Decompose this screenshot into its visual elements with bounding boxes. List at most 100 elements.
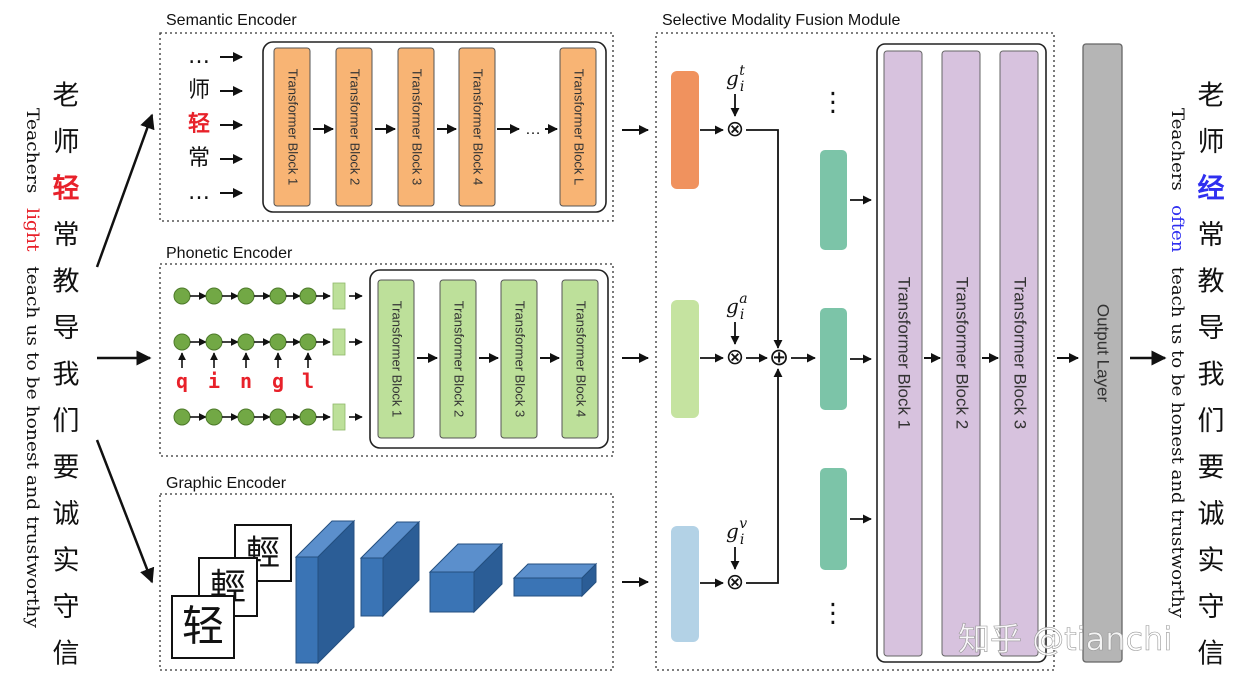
- semantic-encoder-frame: [159, 32, 614, 222]
- fused-feature: [820, 308, 847, 410]
- gru-cell: [205, 333, 223, 351]
- phonetic-embedding: [332, 328, 346, 356]
- phonetic-block: [439, 279, 477, 439]
- input-char: 师: [53, 127, 80, 158]
- fusion-block-label: Transformer Block 1: [895, 277, 914, 429]
- output-char: 实: [1198, 546, 1225, 577]
- output-char: 守: [1198, 592, 1225, 623]
- output-layer-label: Output Layer: [1094, 304, 1113, 403]
- phonetic-gru-chains: [173, 282, 363, 431]
- fusion-block-label: Transformer Block 3: [1011, 277, 1030, 429]
- fusion-frame: [655, 32, 1055, 671]
- gate-label: giv: [726, 516, 747, 548]
- input-translation: Teachers light teach us to be honest and…: [22, 108, 42, 628]
- fusion-block-label: Transformer Block 2: [953, 277, 972, 429]
- semantic-encoder-title: Semantic Encoder: [166, 12, 297, 29]
- semantic-blocks-frame: [262, 41, 607, 213]
- graphic-encoder-title: Graphic Encoder: [166, 475, 287, 492]
- semantic-block-label: Transformer Block 2: [348, 69, 363, 186]
- semantic-block: [273, 47, 311, 207]
- fusion-block: [941, 50, 981, 657]
- input-char: 诚: [53, 499, 80, 530]
- input-char: 导: [53, 313, 80, 344]
- arrow-to-graphic: [95, 439, 155, 584]
- fusion-block: [999, 50, 1039, 657]
- input-char: 常: [53, 220, 80, 251]
- fusion-transformer-blocks: Transformer Block 1 Transformer Block 2 Tr…: [883, 50, 1039, 657]
- phonetic-embedding: [332, 282, 346, 310]
- gru-cell: [299, 408, 317, 426]
- glyph-char: 轻: [182, 602, 224, 651]
- input-char: 信: [53, 639, 80, 670]
- semantic-blocks-ellipsis: …: [525, 121, 541, 138]
- input-char: 实: [53, 546, 80, 577]
- merge-line-bottom: [746, 368, 783, 584]
- gru-cell: [205, 408, 223, 426]
- semantic-block-label: Transformer Block L: [572, 69, 587, 186]
- watermark: 知乎 @tianchi: [958, 620, 1172, 658]
- fusion-gating: ⊗git⊗gia⊗giv⊕⋮⋮: [671, 63, 872, 642]
- fusion-block: [883, 50, 923, 657]
- input-char: 老: [53, 81, 80, 112]
- output-translation: Teachers often teach us to be honest and…: [1167, 108, 1187, 618]
- phonetic-embedding: [332, 403, 346, 431]
- gru-cell: [205, 287, 223, 305]
- output-layer-box: [1082, 43, 1123, 663]
- output-char: 导: [1198, 313, 1225, 344]
- multiply-icon: ⊗: [726, 117, 744, 142]
- semantic-token: …: [188, 180, 210, 205]
- gate-label: git: [726, 63, 745, 95]
- fused-feature: [820, 468, 847, 570]
- gru-cell: [173, 287, 191, 305]
- gru-cell: [173, 408, 191, 426]
- output-char: 信: [1198, 639, 1225, 670]
- semantic-tokens: …师轻常…: [188, 44, 243, 205]
- semantic-token: 轻: [188, 111, 210, 137]
- phonetic-block-label: Transformer Block 3: [513, 301, 528, 418]
- output-char: 常: [1198, 220, 1225, 251]
- gru-cell: [299, 333, 317, 351]
- semantic-token: 常: [188, 146, 210, 171]
- pinyin-letter: q: [176, 369, 188, 393]
- graphic-encoder: Graphic Encoder 輕輕轻: [159, 475, 614, 671]
- graphic-encoder-frame: [159, 493, 614, 671]
- semantic-block: [458, 47, 496, 207]
- gru-cell: [237, 287, 255, 305]
- gru-cell: [173, 333, 191, 351]
- pinyin-letter: g: [272, 369, 284, 393]
- glyph-images: 輕輕轻: [171, 524, 292, 659]
- input-char: 守: [53, 592, 80, 623]
- phonetic-blocks-frame: [369, 269, 609, 449]
- semantic-block-label: Transformer Block 4: [471, 69, 486, 186]
- phonetic-block-label: Transformer Block 4: [574, 301, 589, 418]
- gru-cell: [269, 333, 287, 351]
- fusion-blocks-frame: [876, 43, 1047, 663]
- pinyin-letter: n: [240, 369, 252, 393]
- selective-modality-fusion-module: Selective Modality Fusion Module ⊗git⊗gi…: [655, 12, 1055, 671]
- output-char: 们: [1198, 406, 1225, 437]
- phonetic-block: [561, 279, 599, 439]
- glyph-image: [171, 595, 235, 659]
- input-char: 轻: [53, 174, 80, 205]
- gate-label: gia: [726, 291, 748, 323]
- modality-feature: [671, 526, 699, 642]
- output-translation-before: Teachers: [1167, 108, 1187, 191]
- pinyin-letter: l: [302, 369, 314, 393]
- fused-feature: [820, 150, 847, 250]
- input-char: 要: [53, 453, 80, 484]
- phonetic-encoder-frame: [159, 263, 614, 457]
- multiply-icon: ⊗: [726, 570, 744, 595]
- feature-map-front: [513, 577, 583, 597]
- output-char: 师: [1198, 127, 1225, 158]
- feature-map-front: [360, 557, 384, 617]
- output-translation-after: teach us to be honest and trustworthy: [1167, 267, 1187, 619]
- feature-map-front: [429, 571, 475, 613]
- semantic-block-label: Transformer Block 3: [410, 69, 425, 186]
- gru-cell: [299, 287, 317, 305]
- input-translation-before: Teachers: [22, 108, 42, 193]
- input-translation-highlight: light: [22, 208, 42, 252]
